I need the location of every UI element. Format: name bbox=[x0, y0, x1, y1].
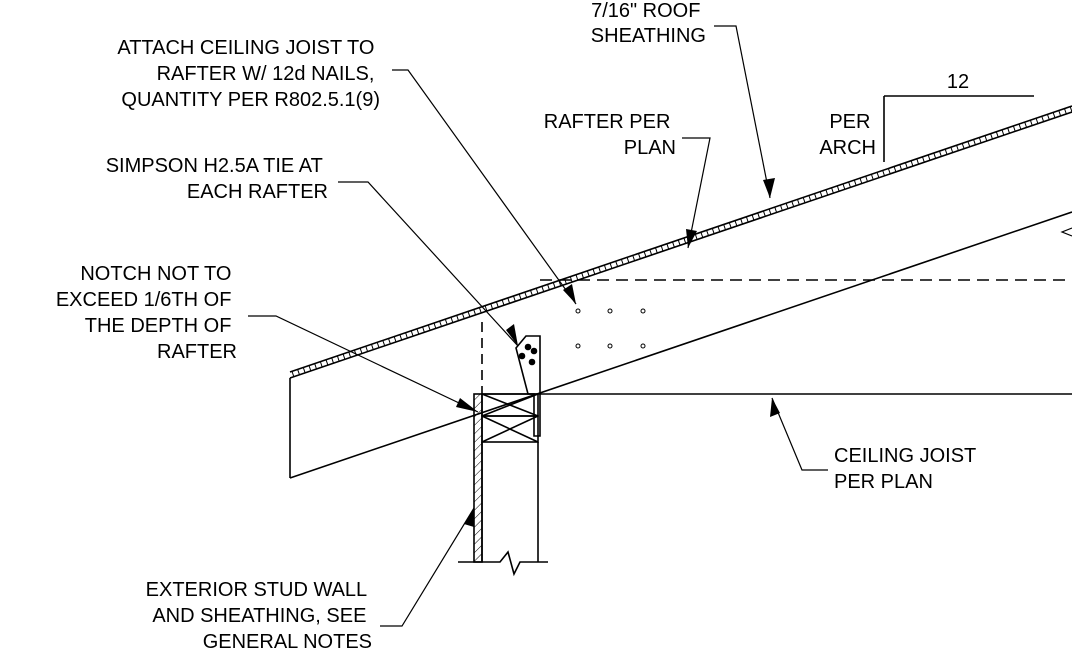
label-ceiling-joist: CEILING JOIST PER PLAN bbox=[834, 445, 981, 493]
arrow-sheathing bbox=[763, 178, 775, 198]
ceiling-joist bbox=[482, 227, 1072, 395]
roof-sheathing bbox=[289, 105, 1072, 377]
leader-rafter bbox=[682, 137, 711, 249]
arrow-simpson bbox=[506, 324, 518, 346]
simpson-tie bbox=[515, 335, 541, 437]
top-plates bbox=[481, 393, 539, 443]
stud-wall bbox=[458, 442, 548, 577]
rafter bbox=[289, 111, 1072, 479]
label-rafter: RAFTER PER PLAN bbox=[544, 111, 676, 159]
arrow-ceiling bbox=[770, 398, 780, 417]
arrow-notch bbox=[456, 398, 478, 412]
leader-sheathing bbox=[714, 25, 771, 199]
leader-attach bbox=[392, 69, 577, 305]
wall-sheathing bbox=[473, 393, 483, 563]
nails bbox=[575, 308, 646, 349]
label-notch: NOTCH NOT TO EXCEED 1/6TH OF THE DEPTH O… bbox=[56, 263, 237, 363]
leader-notch bbox=[248, 315, 479, 413]
label-attach-ceiling-joist: ATTACH CEILING JOIST TO RAFTER W/ 12d NA… bbox=[117, 37, 380, 111]
arrow-attach bbox=[563, 284, 576, 304]
label-per-arch: PER ARCH bbox=[819, 111, 876, 159]
leader-wall bbox=[380, 507, 475, 627]
leader-ceiling bbox=[771, 397, 828, 471]
arrow-wall bbox=[464, 508, 474, 527]
pitch-indicator bbox=[883, 95, 1034, 162]
label-exterior-wall: EXTERIOR STUD WALL AND SHEATHING, SEE GE… bbox=[146, 579, 372, 653]
label-simpson-tie: SIMPSON H2.5A TIE AT EACH RAFTER bbox=[106, 155, 328, 203]
arrow-rafter bbox=[686, 229, 697, 248]
label-pitch-run: 12 bbox=[947, 71, 969, 93]
label-sheathing: 7/16" ROOF SHEATHING bbox=[591, 0, 706, 47]
leader-simpson bbox=[338, 181, 519, 347]
